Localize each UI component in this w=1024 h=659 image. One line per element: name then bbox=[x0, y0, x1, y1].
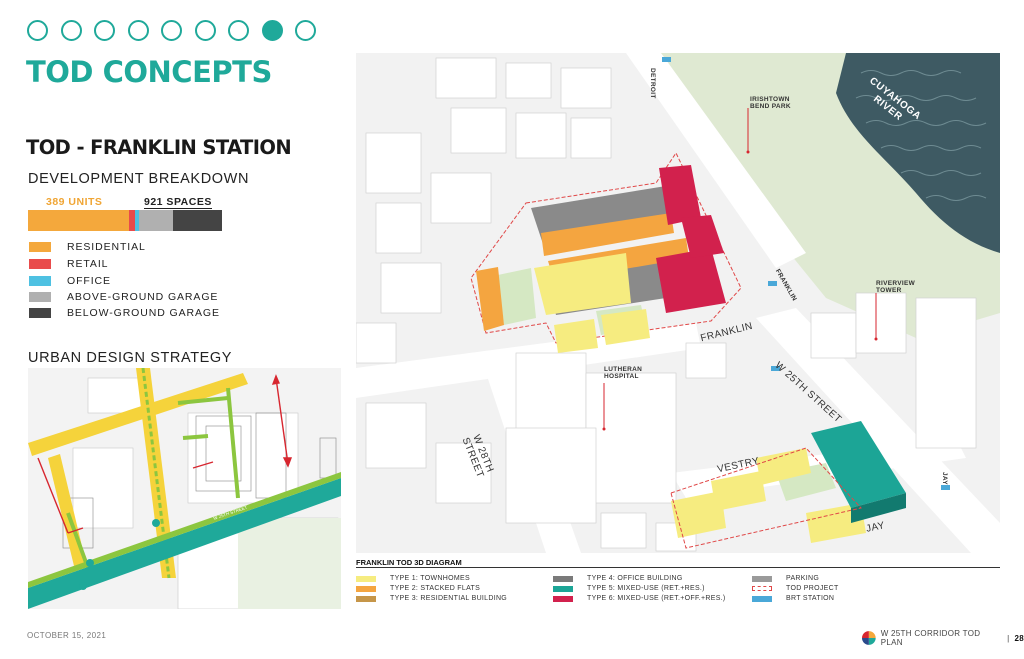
progress-dot-1 bbox=[27, 20, 48, 41]
key-residential-building: TYPE 3: RESIDENTIAL BUILDING bbox=[356, 595, 507, 602]
progress-dots bbox=[27, 20, 316, 41]
key-swatch bbox=[553, 585, 573, 592]
footer-plan: W 25TH CORRIDOR TOD PLAN | 28 bbox=[862, 629, 1024, 647]
legend-swatch bbox=[29, 292, 51, 302]
breakdown-heading: DEVELOPMENT BREAKDOWN bbox=[28, 171, 250, 187]
page-title: TOD CONCEPTS bbox=[26, 55, 272, 89]
progress-dot-2 bbox=[60, 20, 82, 41]
key-tod-project: TOD PROJECT bbox=[752, 585, 839, 592]
progress-dot-3 bbox=[94, 20, 115, 41]
legend-swatch bbox=[29, 242, 51, 252]
units-label: 389 UNITS bbox=[46, 196, 103, 208]
station-title: TOD - FRANKLIN STATION bbox=[26, 136, 292, 159]
development-breakdown-bar bbox=[28, 210, 222, 231]
diagram-divider bbox=[356, 567, 1000, 568]
key-swatch bbox=[553, 595, 573, 602]
key-brt-station: BRT STATION bbox=[752, 595, 834, 602]
footer-date: OCTOBER 15, 2021 bbox=[27, 631, 107, 640]
key-swatch bbox=[752, 575, 772, 582]
key-mixed-use-ret-res: TYPE 5: MIXED-USE (RET.+RES.) bbox=[553, 585, 705, 592]
key-swatch bbox=[356, 595, 376, 602]
progress-dot-6 bbox=[194, 20, 216, 41]
label-jay-station: JAY bbox=[941, 472, 948, 485]
legend-swatch bbox=[29, 308, 51, 318]
label-detroit-station: DETROIT bbox=[649, 68, 656, 99]
franklin-3d-diagram bbox=[356, 53, 1000, 553]
legend-above-ground-garage: ABOVE-GROUND GARAGE bbox=[29, 291, 218, 303]
label-lutheran-hospital: LUTHERAN HOSPITAL bbox=[604, 366, 643, 380]
key-swatch bbox=[356, 585, 376, 592]
progress-dot-7 bbox=[228, 20, 249, 41]
spaces-label: 921 SPACES bbox=[144, 196, 212, 209]
bar-segment-1 bbox=[128, 210, 135, 231]
progress-dot-4 bbox=[127, 20, 149, 41]
key-stacked-flats: TYPE 2: STACKED FLATS bbox=[356, 585, 480, 592]
bar-segment-2 bbox=[134, 210, 139, 231]
legend-below-ground-garage: BELOW-GROUND GARAGE bbox=[29, 307, 220, 319]
progress-dot-9 bbox=[295, 20, 316, 41]
progress-dot-8 bbox=[261, 20, 283, 41]
diagram-title: FRANKLIN TOD 3D DIAGRAM bbox=[356, 558, 462, 567]
legend-office: OFFICE bbox=[29, 275, 111, 287]
bar-segment-3 bbox=[138, 210, 174, 231]
key-swatch bbox=[356, 575, 376, 582]
key-mixed-use-ret-off-res: TYPE 6: MIXED-USE (RET.+OFF.+RES.) bbox=[553, 595, 726, 602]
legend-swatch bbox=[29, 276, 51, 286]
progress-dot-5 bbox=[161, 20, 182, 41]
plan-logo-icon bbox=[862, 631, 876, 645]
label-riverview-tower: RIVERVIEW TOWER bbox=[876, 280, 916, 294]
key-office-building: TYPE 4: OFFICE BUILDING bbox=[553, 575, 683, 582]
key-parking: PARKING bbox=[752, 575, 819, 582]
legend-residential: RESIDENTIAL bbox=[29, 241, 146, 253]
legend-swatch bbox=[29, 259, 51, 269]
bar-segment-0 bbox=[28, 210, 129, 231]
key-swatch bbox=[752, 595, 772, 602]
key-townhomes: TYPE 1: TOWNHOMES bbox=[356, 575, 470, 582]
urban-design-map: W 25TH STREET bbox=[28, 368, 341, 609]
key-swatch bbox=[752, 586, 772, 591]
bar-segment-4 bbox=[173, 210, 222, 231]
key-swatch bbox=[553, 575, 573, 582]
urban-design-heading: URBAN DESIGN STRATEGY bbox=[28, 350, 233, 366]
legend-retail: RETAIL bbox=[29, 258, 108, 270]
label-irishtown-bend-park: IRISHTOWN BEND PARK bbox=[750, 96, 791, 110]
